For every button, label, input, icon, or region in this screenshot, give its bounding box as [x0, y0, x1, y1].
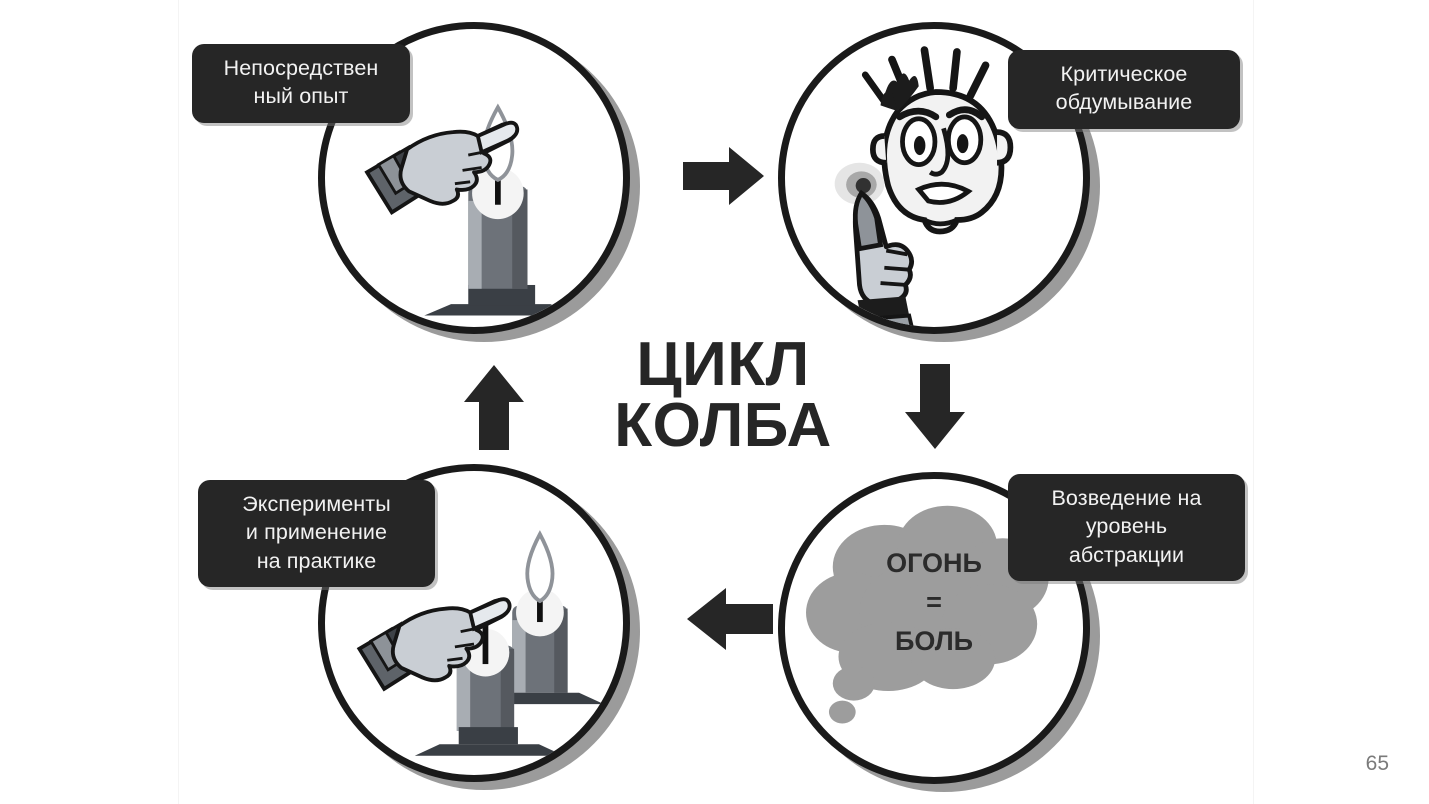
- arrow-left-up: [462, 365, 526, 451]
- arrow-left-icon: [687, 588, 773, 650]
- node-abstraction[interactable]: ОГОНЬ = БОЛЬ: [778, 472, 1100, 792]
- arrow-right-down: [903, 364, 967, 450]
- arrow-right-icon: [683, 147, 764, 205]
- arrow-bottom-left: [686, 586, 774, 652]
- thought-cloud-icon: [806, 505, 1049, 724]
- label-critical-reflection: Критическое обдумывание: [1008, 50, 1240, 129]
- arrow-up-icon: [464, 365, 524, 450]
- label-direct-experience: Непосредствен ный опыт: [192, 44, 410, 123]
- label-experimentation: Эксперименты и применение на практике: [198, 480, 435, 588]
- label-abstraction: Возведение на уровень абстракции: [1008, 474, 1245, 582]
- content-area-right-edge: [1253, 0, 1254, 804]
- page-title: ЦИКЛ КОЛБА: [614, 330, 832, 460]
- arrow-top-right: [683, 145, 765, 207]
- hand-pointing-at-two-candles-icon: [356, 530, 604, 756]
- content-area-left-edge: [178, 0, 179, 804]
- page-number: 65: [1365, 752, 1389, 775]
- shocked-face-with-burnt-finger-icon: [834, 46, 1014, 327]
- cloud-text: ОГОНЬ = БОЛЬ: [886, 548, 982, 657]
- hand-pointing-at-lit-candle-icon: [364, 103, 578, 316]
- circle-outline: [318, 464, 630, 782]
- arrow-down-icon: [905, 364, 965, 449]
